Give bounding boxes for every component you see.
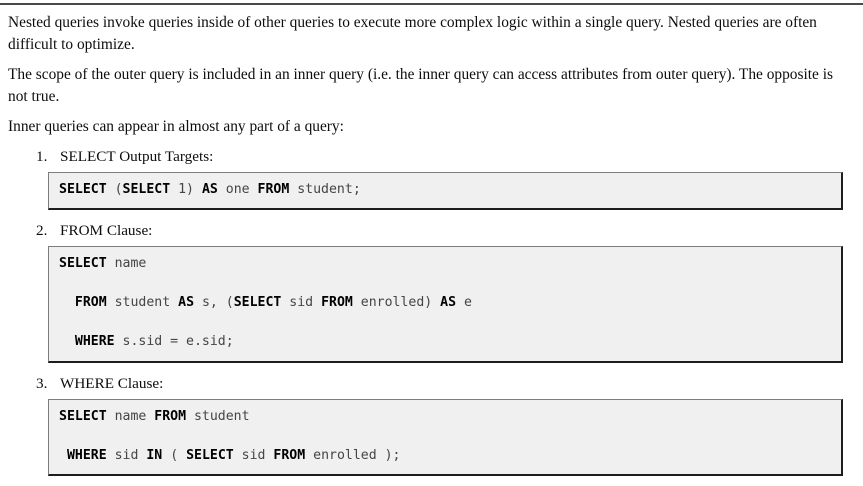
sql-identifier: student bbox=[106, 295, 179, 310]
sql-keyword: FROM bbox=[74, 295, 107, 310]
sql-identifier: e bbox=[456, 295, 472, 310]
sql-keyword: WHERE bbox=[66, 447, 107, 463]
sql-identifier: sid bbox=[233, 447, 274, 463]
step-heading-select-output-targets: 1. SELECT Output Targets: bbox=[0, 146, 863, 167]
list-marker: 1. bbox=[36, 147, 48, 165]
sql-keyword: AS bbox=[178, 295, 195, 310]
sql-identifier: ( bbox=[162, 447, 187, 463]
sql-identifier: student; bbox=[289, 181, 361, 197]
sql-identifier bbox=[59, 448, 67, 463]
sql-keyword: SELECT bbox=[59, 408, 107, 424]
code-line: FROM student AS s, (SELECT sid FROM enro… bbox=[59, 293, 841, 313]
sql-keyword: FROM bbox=[257, 181, 290, 197]
lead-in-text: Inner queries can appear in almost any p… bbox=[8, 118, 344, 135]
sql-identifier: sid bbox=[281, 295, 322, 310]
document-page: Nested queries invoke queries inside of … bbox=[0, 3, 863, 476]
sql-identifier: sid bbox=[106, 447, 147, 463]
code-line: SELECT name bbox=[59, 254, 841, 274]
paragraph-nested-queries: Nested queries invoke queries inside of … bbox=[8, 14, 817, 53]
sql-identifier: enrolled) bbox=[352, 295, 441, 310]
sql-identifier: s.sid = e.sid; bbox=[114, 334, 234, 349]
sql-identifier: ( bbox=[106, 181, 123, 197]
step-heading-from-clause: 2. FROM Clause: bbox=[0, 220, 863, 241]
paragraph-scope: The scope of the outer query is included… bbox=[8, 66, 833, 105]
sql-keyword: AS bbox=[201, 181, 218, 197]
list-item: 2. FROM Clause: SELECT name FROM student… bbox=[0, 220, 863, 363]
sql-keyword: WHERE bbox=[74, 334, 115, 349]
sql-keyword: SELECT bbox=[122, 181, 171, 197]
code-line: WHERE sid IN ( SELECT sid FROM enrolled … bbox=[59, 446, 841, 466]
sql-identifier: s, ( bbox=[194, 295, 234, 310]
code-block-from-clause: SELECT name FROM student AS s, (SELECT s… bbox=[48, 246, 843, 363]
code-line: SELECT (SELECT 1) AS one FROM student; bbox=[59, 180, 841, 200]
sql-identifier: name bbox=[106, 256, 147, 271]
list-item-label: WHERE Clause: bbox=[60, 374, 164, 392]
sql-identifier: one bbox=[217, 181, 258, 197]
list-item-label: SELECT Output Targets: bbox=[60, 147, 214, 165]
nested-query-locations-list: 1. SELECT Output Targets: SELECT (SELECT… bbox=[0, 146, 863, 476]
document-content: Nested queries invoke queries inside of … bbox=[0, 12, 863, 486]
step-heading-where-clause: 3. WHERE Clause: bbox=[0, 373, 863, 394]
sql-identifier bbox=[59, 334, 75, 349]
sql-keyword: FROM bbox=[154, 408, 187, 424]
sql-keyword: SELECT bbox=[186, 447, 234, 463]
list-item: 1. SELECT Output Targets: SELECT (SELECT… bbox=[0, 146, 863, 210]
sql-keyword: SELECT bbox=[59, 256, 107, 271]
sql-keyword: FROM bbox=[273, 447, 306, 463]
sql-identifier: name bbox=[106, 408, 155, 424]
list-marker: 3. bbox=[36, 374, 48, 392]
code-block-select-output-targets: SELECT (SELECT 1) AS one FROM student; bbox=[48, 171, 843, 210]
code-line: WHERE s.sid = e.sid; bbox=[59, 332, 841, 352]
list-item-label: FROM Clause: bbox=[60, 222, 153, 239]
list-item: 3. WHERE Clause: SELECT name FROM studen… bbox=[0, 373, 863, 476]
sql-identifier bbox=[59, 295, 75, 310]
code-block-where-clause: SELECT name FROM student WHERE sid IN ( … bbox=[48, 398, 843, 476]
sql-keyword: SELECT bbox=[59, 181, 107, 197]
sql-keyword: SELECT bbox=[233, 295, 282, 310]
sql-identifier: student bbox=[186, 408, 250, 424]
sql-identifier: enrolled ); bbox=[305, 447, 401, 463]
sql-keyword: FROM bbox=[321, 295, 353, 310]
header-rule bbox=[0, 3, 863, 5]
sql-keyword: AS bbox=[440, 295, 457, 310]
list-marker: 2. bbox=[36, 222, 48, 239]
sql-identifier: 1) bbox=[170, 181, 202, 197]
sql-keyword: IN bbox=[146, 447, 163, 463]
code-line: SELECT name FROM student bbox=[59, 407, 841, 427]
